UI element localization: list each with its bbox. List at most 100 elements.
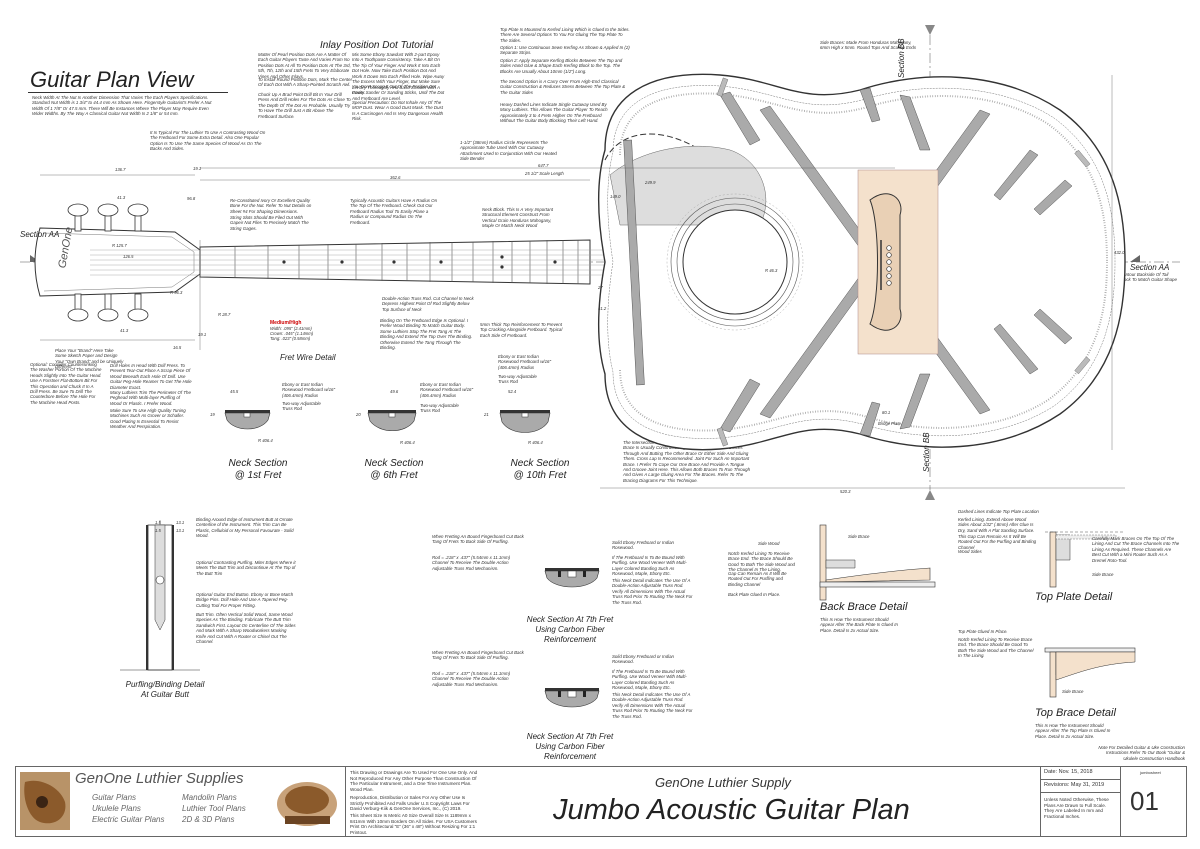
bridge-pins [886,245,892,286]
carbon-2-note-3: Solid Ebony Fretboard or Indian Rosewood… [612,654,674,665]
carbon-1-title: Neck Section At 7th Fret Using Carbon Fi… [515,615,625,645]
carbon-1-note-1: When Fretting An Bound Fingerboard Cut B… [432,534,524,545]
carbon-2-note-5: This Neck Detail Indicates The Use Of A … [612,692,693,719]
carbon-1-sub1: Using Carbon Fiber [535,625,605,634]
side-braces-note: Side Braces: Made From Honduras Mahogany… [820,40,917,51]
link-mandolin-plans[interactable]: Mandolin Plans [182,793,237,802]
back-brace-side-brace: Side Brace [848,534,870,539]
neck-section-1 [224,410,271,430]
top-reinforcement-note: 5mm Thick Top Reinforcement To Prevent T… [480,322,563,338]
truss-rod-note: Double-Action Truss Rod. Cut Channel In … [382,296,474,312]
company-logo-image [20,772,70,830]
drill-holes-note: Drill Holes In Head With Drill Press. To… [110,363,192,390]
purfling-sub: At Guitar Butt [140,690,190,699]
neck-section-2-rod: Two-way Adjustable Truss Rod [420,403,459,414]
link-luthier-tool-plans[interactable]: Luthier Tool Plans [182,804,246,813]
dim-body-len: 520.3 [840,489,851,494]
carbon-section-2 [544,688,600,708]
top-option-1: Option 1: Use Continuous Sewn Kerfing As… [500,45,630,56]
neck-section-drawings [224,410,551,433]
neck-section-2-width: 49.6 [390,389,399,394]
dim-d2: 19.1 [193,166,202,171]
fret-wire-spec-3: Tang: .023" (0.58mm) [270,336,311,341]
title-block [15,766,1187,837]
neck-section-3-title-text: Neck Section [510,458,570,469]
link-2d-3d-plans[interactable]: 2D & 3D Plans [182,815,235,824]
back-brace-notch: Notch Kerfed Lining To Receive Brace End… [728,551,795,573]
carbon-2-note-2: Rod = .218" x .437" (5.54mm x 11.1mm) Ch… [432,671,511,687]
back-brace-gap: Gap Can Remain As It Will Be Routed Out … [728,571,787,587]
carbon-1-note-4: If The Fretboard Is To Be Bound With Pur… [612,555,687,577]
top-brace-notch: Notch Kerfed Lining To Receive Brace End… [958,637,1034,659]
bridge [869,193,902,331]
plan-revisions: Revisions: May 31, 2019 [1044,782,1105,788]
neck-section-2-note: Ebony or East Indian Rosewood Fretboard … [420,382,474,398]
back-brace-title: Back Brace Detail [820,601,908,613]
neck-section-1-title-text: Neck Section [228,458,288,469]
top-plate-wood-sides: Wood Sides [958,549,982,554]
dim-r3: R 96.3 [170,290,183,295]
plan-title: Guitar Plan View [30,67,194,92]
neck-section-2 [367,410,417,432]
purfling-dim-1: 1.5 [155,520,161,525]
tuner-row-top [67,203,149,232]
neck-section-2-title: Neck Section @ 6th Fret [354,458,434,482]
brand-note: Place Your "Brand" Here Take Some Sketch… [55,348,124,370]
top-plate-drawing [1045,531,1125,588]
dim-t2: 27 [598,285,603,290]
dim-d3: 41.3 [117,195,126,200]
dim-body-width: 432.0 [1114,250,1125,255]
units-note: Unless Noted Otherwise, These Plans Are … [1044,797,1109,819]
neck-section-3-radius: R 406.4 [528,440,543,445]
dim-bridge: 80.1 [882,410,891,415]
soundhole [682,209,788,315]
purfling-title-text: Purfling/Binding Detail [125,680,205,689]
neck-section-1-note: Ebony or East Indian Rosewood Fretboard … [282,382,336,398]
guitar-plan-drawing: GenOne [20,25,1180,500]
sheet-label: jumbosheet [1140,770,1161,775]
link-ukulele-plans[interactable]: Ukulele Plans [92,804,141,813]
carbon-2-sub2: Reinforcement [543,752,597,761]
back-brace-back-plate: Back Plate Glued In Place. [728,592,781,597]
neck-section-1-depth: 19 [210,412,215,417]
neck-section-2-title-text: Neck Section [364,458,424,469]
inlay-note-2: To Install Round Position Dots, Mark The… [258,77,353,88]
fret-wire-spec-2: Crown: .045" (1.14mm) [270,331,314,336]
top-plate-note-4: Carefully Mark Braces On The Top Of The … [1092,536,1180,563]
tuner-row-bottom [67,293,149,322]
dim-d4: 96.8 [187,196,196,201]
inlay-note-4: Mix Some Ebony Sawdust With 2-part Epoxy… [352,52,445,95]
sheet-number: 01 [1130,786,1159,816]
carbon-2-title-text: Neck Section At 7th Fret [526,732,614,741]
dim-r4: R 46.3 [765,268,778,273]
carbon-1-note-5: This Neck Detail Indicates The Use Of A … [612,578,693,605]
fretguard-shaded [609,145,767,226]
product-photo [277,782,337,826]
dim-d8: 16.5 [173,345,182,350]
peghead-trim-note: Many Luthiers Trim The Perimeter Of The … [110,390,191,406]
rosette-dashed [666,193,804,331]
frets [234,240,579,284]
link-electric-guitar-plans[interactable]: Electric Guitar Plans [92,815,165,824]
cutaway-note: Heavy Dashed Lines Indicate Single Cutaw… [500,102,608,124]
neck-section-1-width: 45.5 [230,389,239,394]
neck-block-note: Neck Block. This Is A Very Important Str… [482,207,554,229]
purfling-dim-4: 13.1 [176,528,185,533]
fret-wire-label: Medium/High [270,320,302,326]
fretboard-binding-note: Binding On The Fretboard Edge Is Optiona… [380,318,473,351]
top-plate-note: Top Plate Is Mounted to Kerfed Lining Wh… [500,27,630,43]
neck-section-1-sub: @ 1st Fret [234,470,282,481]
handbook-footnote: Note For Detailed Guitar & Uke Construct… [1098,745,1185,761]
top-option-2: Option 2: Apply Separate Kerfing Blocks … [500,58,623,74]
dim-d6: 41.3 [120,328,129,333]
plan-links-left: Guitar Plans Ukulele Plans Electric Guit… [92,792,164,825]
purfling-title: Purfling/Binding Detail At Guitar Butt [110,680,220,700]
carbon-1-title-text: Neck Section At 7th Fret [526,615,614,624]
legal-text-1: This Drawing or Drawings Are To Used For… [350,770,478,792]
link-guitar-plans[interactable]: Guitar Plans [92,793,137,802]
title-block-divider-4 [1040,779,1120,780]
neck-section-3-title: Neck Section @ 10th Fret [500,458,580,482]
section-aa-right-label: Section AA [1130,263,1170,272]
dim-fret: 149.0 [610,194,621,199]
carbon-1-note-2: Rod = .218" x .437" (5.54mm x 11.1mm) Ch… [432,555,511,571]
